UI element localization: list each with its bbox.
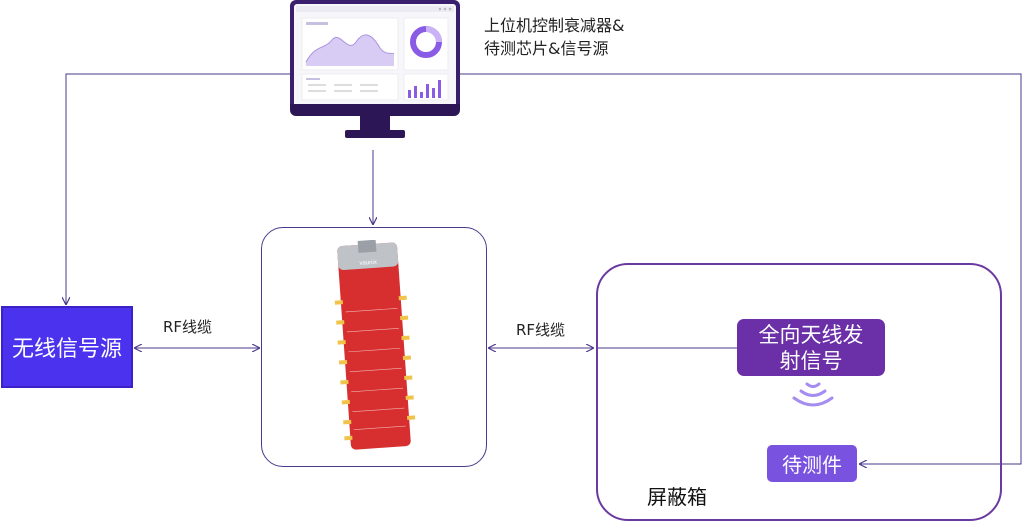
device-under-test: 待测件	[767, 445, 857, 482]
cable-label-left: RF线缆	[163, 318, 213, 336]
attenuator-container	[261, 227, 487, 467]
pc-label-line1: 上位机控制衰减器&	[484, 16, 625, 35]
shield-box	[596, 263, 1002, 521]
antenna-label-line2: 射信号	[779, 348, 843, 373]
pc-to-source-line	[66, 73, 290, 304]
pc-monitor-icon	[290, 0, 460, 140]
attenuator-board-icon: vaunix	[334, 240, 416, 450]
pc-to-dut-line	[460, 73, 1022, 464]
wireless-signal-source: 无线信号源	[1, 306, 133, 388]
shield-box-label: 屏蔽箱	[647, 485, 707, 509]
omni-antenna-box: 全向天线发 射信号	[737, 319, 885, 376]
antenna-label-line1: 全向天线发	[758, 322, 864, 347]
wireless-signal-icon	[792, 382, 834, 407]
board-brand: vaunix	[359, 260, 377, 267]
pc-label-line2: 待测芯片&信号源	[484, 39, 609, 58]
cable-label-right: RF线缆	[516, 321, 566, 339]
pc-label: 上位机控制衰减器& 待测芯片&信号源	[484, 14, 624, 60]
